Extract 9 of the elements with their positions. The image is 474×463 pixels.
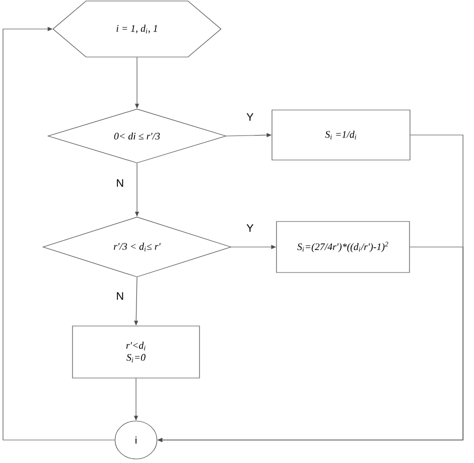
process-box: r′<d$_{i}$ S$_{i}$=0 [72,326,200,378]
edge-label: N [115,291,125,301]
process-box: S$_{i}$=(27/4r′)*((d$_{i}$/r′)-1)$^{2}$ [276,221,410,273]
process-box: S$_{i}$ =1/d$_{i}$ [272,110,410,160]
hexagon-box: i = 1, d$_{i}$, 1 [52,0,222,58]
arrow [2,26,115,440]
edge-label: Y [245,112,255,122]
edge-label: N [115,178,125,188]
edge-label: Y [245,223,255,233]
